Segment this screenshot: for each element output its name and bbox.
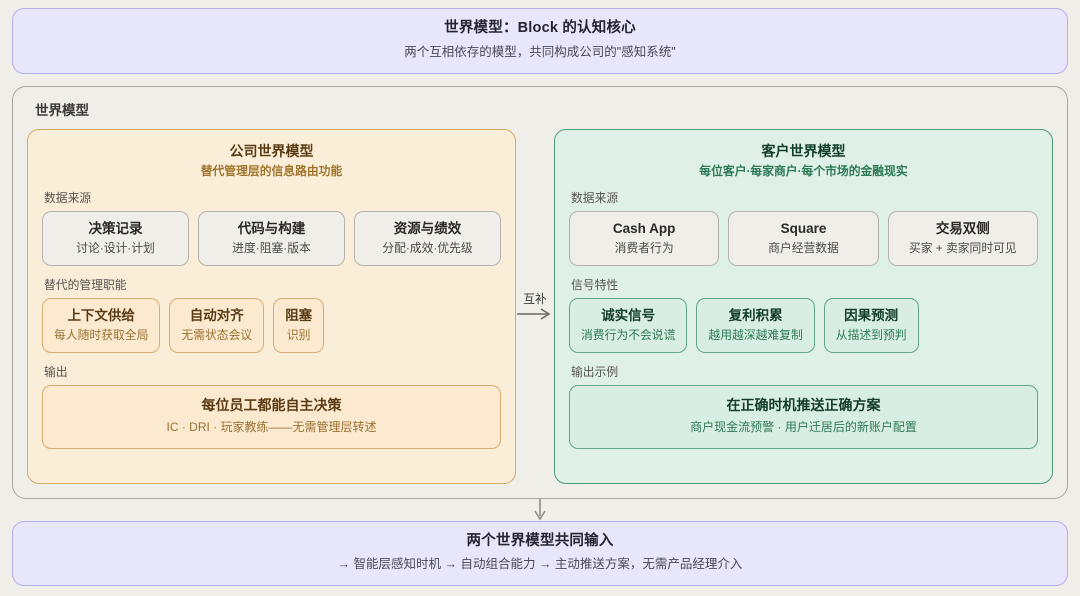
- customer-world-model-panel: 客户世界模型 每位客户·每家商户·每个市场的金融现实 数据来源 Cash App…: [554, 128, 1053, 484]
- world-model-container: 世界模型 公司世界模型 替代管理层的信息路由功能 数据来源 决策记录 讨论·设计…: [12, 85, 1068, 499]
- customer-section-label-2: 输出示例: [571, 365, 619, 380]
- card-title: 资源与绩效: [393, 221, 462, 237]
- card-subtitle: 商户现金流预警 · 用户迁居后的新账户配置: [690, 419, 917, 434]
- card-company-output[interactable]: 每位员工都能自主决策 IC · DRI · 玩家教练——无需管理层转述: [42, 385, 501, 449]
- customer-section-label-1: 信号特性: [571, 278, 619, 293]
- card-title: 复利积累: [728, 308, 783, 324]
- company-section-label-1: 替代的管理职能: [44, 278, 127, 293]
- world-model-label: 世界模型: [35, 102, 89, 118]
- card-title: 每位员工都能自主决策: [201, 397, 342, 414]
- card-subtitle: 进度·阻塞·版本: [232, 240, 311, 255]
- card-title: Square: [780, 221, 827, 237]
- connector-label: 互补: [523, 292, 547, 306]
- card-subtitle: 从描述到预判: [835, 327, 907, 342]
- down-connector: [12, 498, 1068, 521]
- card-both-sides-of-transaction[interactable]: 交易双侧 买家 + 卖家同时可见: [887, 211, 1038, 267]
- card-title: 自动对齐: [189, 308, 244, 324]
- card-context-supply[interactable]: 上下文供给 每人随时获取全局: [42, 298, 161, 354]
- card-title: Cash App: [612, 221, 676, 237]
- card-subtitle: 消费行为不会说谎: [581, 327, 676, 342]
- card-square[interactable]: Square 商户经营数据: [728, 211, 879, 267]
- card-subtitle: 讨论·设计·计划: [76, 240, 155, 255]
- card-cash-app[interactable]: Cash App 消费者行为: [569, 211, 720, 267]
- card-subtitle: 越用越深越难复制: [708, 327, 803, 342]
- customer-panel-subtitle: 每位客户·每家商户·每个市场的金融现实: [699, 163, 908, 178]
- customer-section-label-0: 数据来源: [571, 191, 619, 206]
- panels-row: 公司世界模型 替代管理层的信息路由功能 数据来源 决策记录 讨论·设计·计划 代…: [27, 128, 1053, 484]
- card-subtitle: 买家 + 卖家同时可见: [908, 240, 1017, 255]
- card-resource-and-performance[interactable]: 资源与绩效 分配·成效·优先级: [354, 211, 501, 267]
- card-decision-records[interactable]: 决策记录 讨论·设计·计划: [42, 211, 189, 267]
- customer-signal-traits-row: 诚实信号 消费行为不会说谎 复利积累 越用越深越难复制 因果预测 从描述到预判: [569, 298, 1038, 354]
- card-title: 交易双侧: [935, 221, 990, 237]
- card-subtitle: 每人随时获取全局: [54, 327, 149, 342]
- card-compounding[interactable]: 复利积累 越用越深越难复制: [696, 298, 815, 354]
- footer-banner: 两个世界模型共同输入 → 智能层感知时机 → 自动组合能力 → 主动推送方案，无…: [12, 520, 1068, 586]
- footer-title: 两个世界模型共同输入: [466, 532, 614, 549]
- company-data-source-row: 决策记录 讨论·设计·计划 代码与构建 进度·阻塞·版本 资源与绩效 分配·成效…: [42, 211, 501, 267]
- card-subtitle: 商户经营数据: [768, 240, 839, 255]
- page-subtitle: 两个互相依存的模型，共同构成公司的"感知系统": [404, 44, 676, 59]
- card-title: 上下文供给: [67, 308, 135, 324]
- card-subtitle: IC · DRI · 玩家教练——无需管理层转述: [166, 419, 377, 434]
- arrow-down-icon: [534, 498, 546, 521]
- company-management-functions-row: 上下文供给 每人随时获取全局 自动对齐 无需状态会议 阻塞 识别: [42, 298, 501, 354]
- card-title: 诚实信号: [601, 308, 656, 324]
- customer-output-row: 在正确时机推送正确方案 商户现金流预警 · 用户迁居后的新账户配置: [569, 385, 1038, 449]
- card-title: 阻塞: [285, 308, 313, 324]
- card-subtitle: 无需状态会议: [181, 327, 253, 342]
- card-auto-alignment[interactable]: 自动对齐 无需状态会议: [169, 298, 265, 354]
- card-causal-prediction[interactable]: 因果预测 从描述到预判: [823, 298, 919, 354]
- card-title: 在正确时机推送正确方案: [726, 397, 881, 414]
- page-title: 世界模型：Block 的认知核心: [444, 20, 636, 36]
- card-title: 代码与构建: [237, 221, 306, 237]
- footer-subtitle: → 智能层感知时机 → 自动组合能力 → 主动推送方案，无需产品经理介入: [337, 557, 743, 572]
- card-code-and-build[interactable]: 代码与构建 进度·阻塞·版本: [198, 211, 345, 267]
- panel-connector: 互补: [516, 129, 554, 484]
- company-section-label-0: 数据来源: [44, 191, 92, 206]
- card-honest-signal[interactable]: 诚实信号 消费行为不会说谎: [569, 298, 688, 354]
- company-panel-subtitle: 替代管理层的信息路由功能: [200, 163, 343, 178]
- company-output-row: 每位员工都能自主决策 IC · DRI · 玩家教练——无需管理层转述: [42, 385, 501, 449]
- card-subtitle: 消费者行为: [614, 240, 674, 255]
- customer-data-source-row: Cash App 消费者行为 Square 商户经营数据 交易双侧 买家 + 卖…: [569, 211, 1038, 267]
- company-panel-title: 公司世界模型: [229, 142, 314, 159]
- card-blocker[interactable]: 阻塞 识别: [273, 298, 325, 354]
- company-section-label-2: 输出: [44, 365, 68, 380]
- card-title: 因果预测: [844, 308, 899, 324]
- card-customer-output[interactable]: 在正确时机推送正确方案 商户现金流预警 · 用户迁居后的新账户配置: [569, 385, 1038, 449]
- customer-panel-title: 客户世界模型: [761, 142, 846, 159]
- arrow-right-icon: [517, 308, 551, 320]
- card-title: 决策记录: [88, 221, 143, 237]
- header-banner: 世界模型：Block 的认知核心 两个互相依存的模型，共同构成公司的"感知系统": [12, 8, 1068, 74]
- company-world-model-panel: 公司世界模型 替代管理层的信息路由功能 数据来源 决策记录 讨论·设计·计划 代…: [27, 128, 516, 484]
- card-subtitle: 识别: [286, 327, 311, 342]
- card-subtitle: 分配·成效·优先级: [382, 240, 473, 255]
